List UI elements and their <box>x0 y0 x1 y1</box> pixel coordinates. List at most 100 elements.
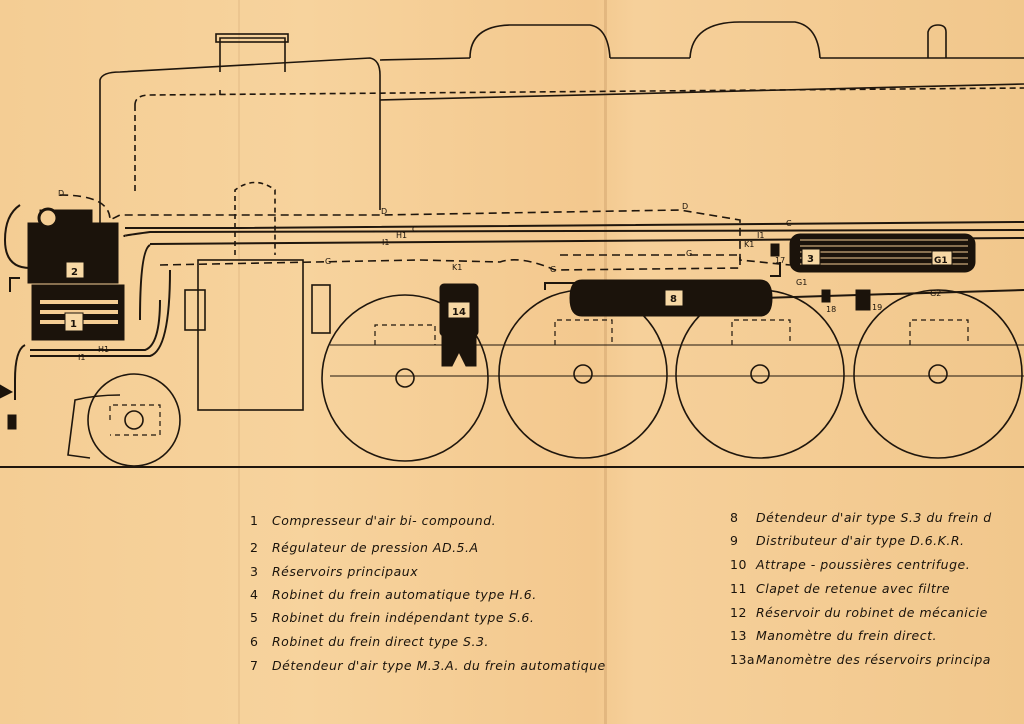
label-d: D <box>682 202 688 211</box>
driving-wheel <box>853 289 1023 459</box>
legend-item-7: 7 Détendeur d'air type M.3.A. du frein au… <box>250 658 606 673</box>
legend-number: 2 <box>250 540 259 555</box>
decoration <box>40 300 118 304</box>
driving-wheel <box>321 294 489 462</box>
front-hose <box>3 204 31 269</box>
cylinder-cover <box>311 284 331 334</box>
boiler-outline <box>99 57 381 225</box>
paper-fold <box>238 0 240 724</box>
legend-number: 6 <box>250 634 259 649</box>
label-d: D <box>381 207 387 216</box>
label-g2: G2 <box>930 289 941 298</box>
label-dust-catcher: 14 <box>452 307 466 318</box>
label-g1: G1 <box>796 278 807 287</box>
label-i1: I1 <box>78 353 85 362</box>
legend-item-1: 1 Compresseur d'air bi- compound. <box>250 513 496 528</box>
legend-number: 12 <box>730 605 747 620</box>
hose-coupling <box>0 384 14 399</box>
legend-number: 4 <box>250 587 259 602</box>
legend-text: Régulateur de pression AD.5.A <box>272 540 479 555</box>
legend-number: 8 <box>730 510 739 525</box>
legend-text: Robinet du frein direct type S.3. <box>272 634 489 649</box>
smokebox-dashed <box>134 87 1024 106</box>
legend-text: Compresseur d'air bi- compound. <box>272 513 497 528</box>
label-h1: H1 <box>396 231 407 240</box>
legend-number: 11 <box>730 581 747 596</box>
legend-text: Robinet du frein indépendant type S.6. <box>272 610 535 625</box>
valve-18 <box>821 289 831 303</box>
gauge-icon <box>37 207 59 229</box>
label-19: 19 <box>872 303 882 312</box>
decoration: D D D C C H1 H1 I1 I1 I1 K1 K1 G G G 17 … <box>58 189 941 362</box>
axle-boxes <box>109 319 969 436</box>
label-g: G <box>325 257 331 266</box>
label-c: C <box>412 225 418 234</box>
chimney <box>219 37 286 72</box>
label-g1: G1 <box>934 256 948 266</box>
axle-hub <box>750 364 770 384</box>
legend-text: Robinet du frein automatique type H.6. <box>272 587 537 602</box>
boiler-top <box>379 57 1024 61</box>
legend-number: 9 <box>730 533 739 548</box>
legend-item-6: 6 Robinet du frein direct type S.3. <box>250 634 489 649</box>
label-k1: K1 <box>452 263 462 272</box>
decoration <box>441 335 477 367</box>
label-compressor: 1 <box>70 319 77 330</box>
axle-hub <box>124 410 144 430</box>
pilot <box>67 394 121 459</box>
legend-item-2: 2 Régulateur de pression AD.5.A <box>250 540 479 555</box>
legend-number: 1 <box>250 513 259 528</box>
cylinder <box>197 259 304 411</box>
label-regulator: 2 <box>71 267 78 278</box>
label-main-reservoir: 3 <box>807 254 814 265</box>
steam-pipe <box>234 181 276 255</box>
legend-number: 7 <box>250 658 259 673</box>
legend-item-11: 11 Clapet de retenue avec filtre <box>730 581 950 596</box>
legend-item-9: 9 Distributeur d'air type D.6.K.R. <box>730 533 964 548</box>
legend-text: Distributeur d'air type D.6.K.R. <box>756 533 965 548</box>
label-d: D <box>58 189 64 198</box>
legend-item-12: 12 Réservoir du robinet de mécanicie <box>730 605 988 620</box>
label-reservoir-8: 8 <box>670 294 677 305</box>
label-17: 17 <box>775 256 785 265</box>
decoration <box>64 248 953 332</box>
sand-dome <box>689 21 821 59</box>
legend-text: Réservoirs principaux <box>272 564 419 579</box>
valve-17 <box>770 243 780 257</box>
boiler-top-line <box>379 83 1024 101</box>
legend-text: Attrape - poussières centrifuge. <box>756 557 971 572</box>
axle-hub <box>928 364 948 384</box>
label-g: G <box>686 249 692 258</box>
brake-pipes <box>14 221 1024 400</box>
label-18: 18 <box>826 305 836 314</box>
dashed-line <box>134 90 221 195</box>
decoration <box>40 310 118 314</box>
front-hose <box>9 277 20 292</box>
label-g: G <box>550 265 556 274</box>
whistle <box>927 24 947 58</box>
legend-item-4: 4 Robinet du frein automatique type H.6. <box>250 587 537 602</box>
legend-item-8: 8 Détendeur d'air type S.3 du frein d <box>730 510 992 525</box>
axle-hub <box>395 368 415 388</box>
legend-item-13a: 13aManomètre des réservoirs principa <box>730 652 991 667</box>
chimney-cap <box>215 33 289 43</box>
pony-wheel <box>87 373 181 467</box>
axle-hub <box>573 364 593 384</box>
steam-dome <box>469 24 611 59</box>
legend-text: Clapet de retenue avec filtre <box>756 581 951 596</box>
paper-fold <box>604 0 607 724</box>
cylinder-cover <box>184 289 206 331</box>
legend-item-5: 5 Robinet du frein indépendant type S.6. <box>250 610 534 625</box>
legend-item-10: 10 Attrape - poussières centrifuge. <box>730 557 970 572</box>
label-i1: I1 <box>757 231 764 240</box>
legend-text: Détendeur d'air type M.3.A. du frein aut… <box>272 658 606 673</box>
legend-number: 5 <box>250 610 259 625</box>
label-c: C <box>786 219 792 228</box>
legend-text: Réservoir du robinet de mécanicie <box>756 605 988 620</box>
legend-text: Détendeur d'air type S.3 du frein d <box>756 510 992 525</box>
legend-number: 10 <box>730 557 747 572</box>
legend-text: Manomètre des réservoirs principa <box>756 652 991 667</box>
